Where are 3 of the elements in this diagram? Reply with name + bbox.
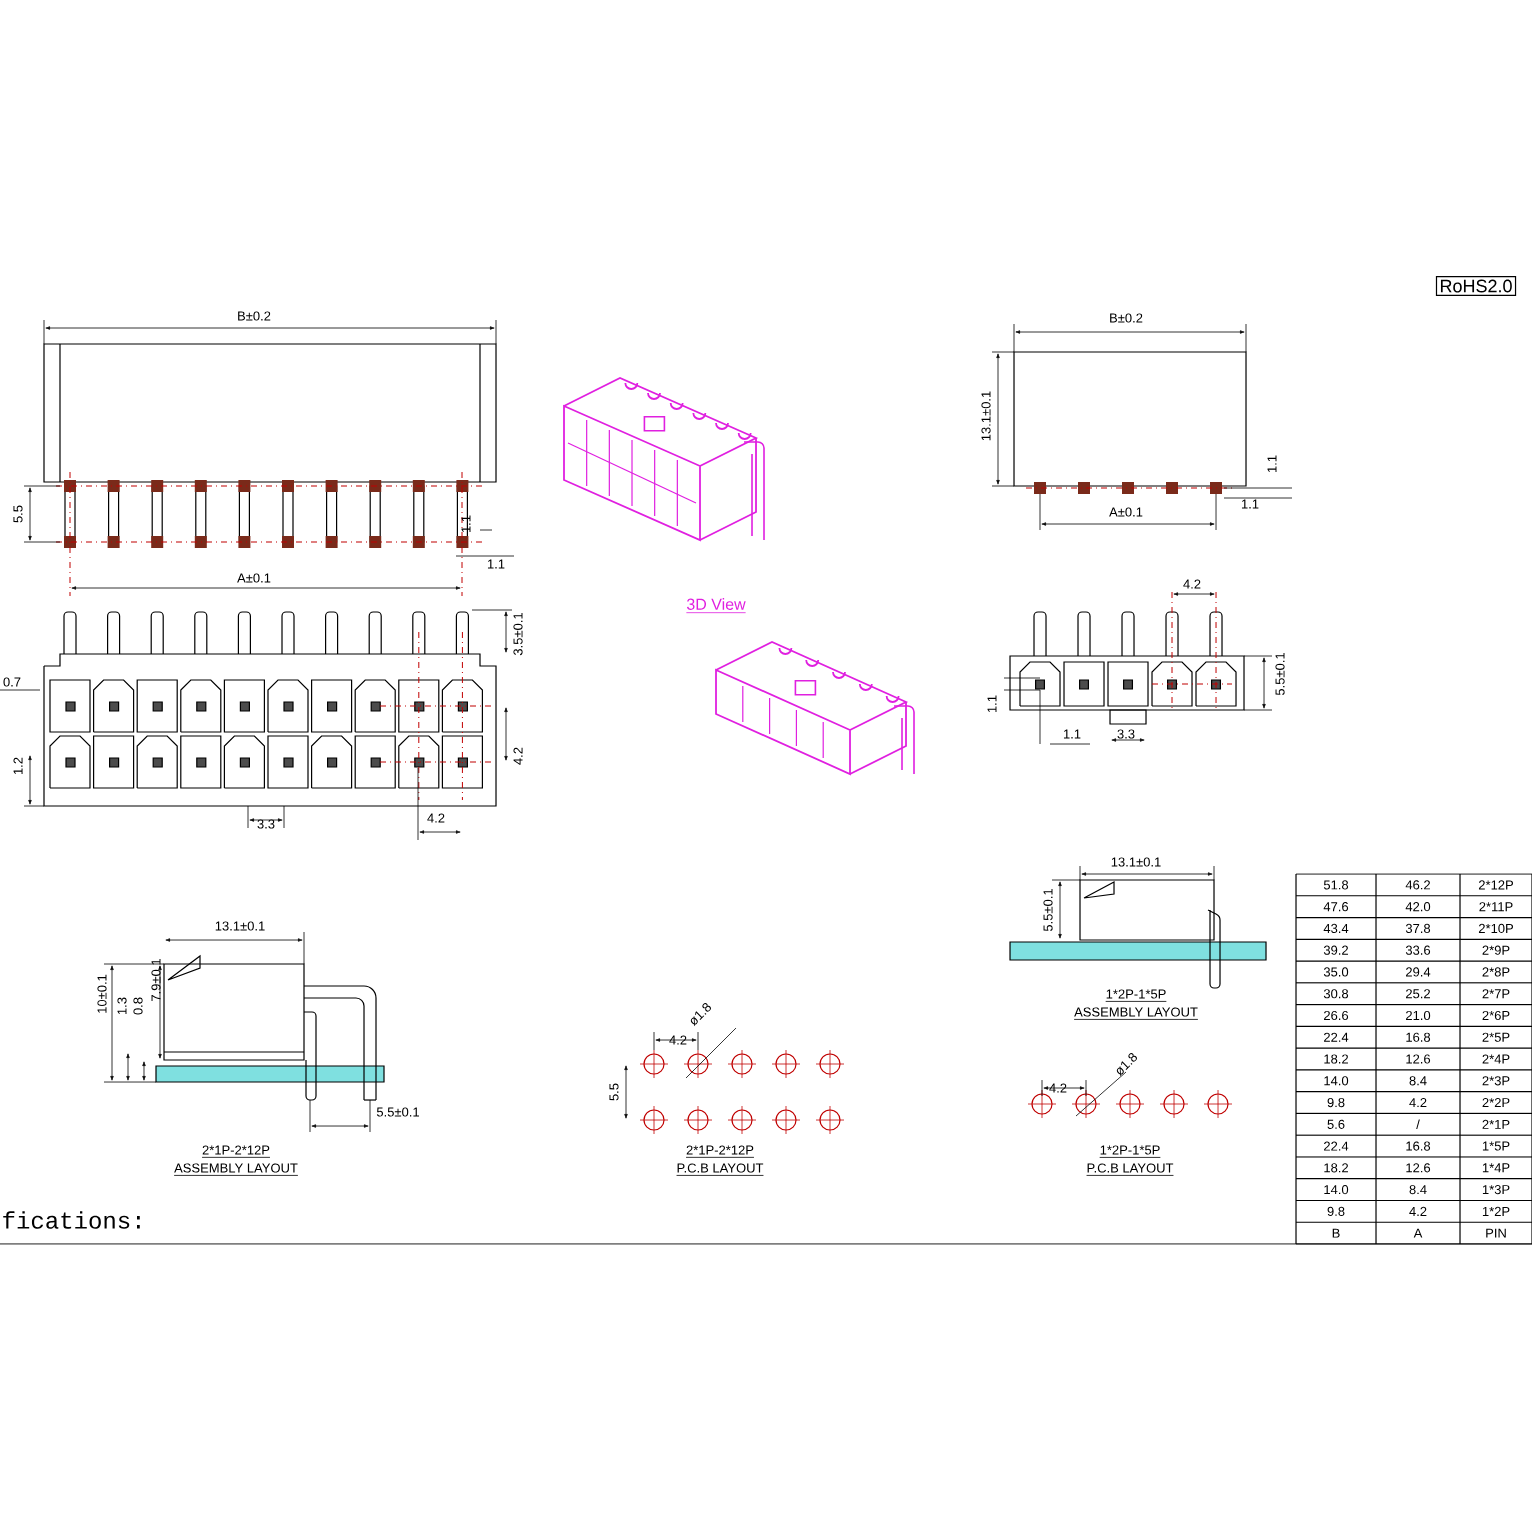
view-caption: 3D View [685,598,747,614]
compliance-mark: RoHS2.0 [1435,276,1517,296]
heading-text: fications: [3,1211,140,1229]
